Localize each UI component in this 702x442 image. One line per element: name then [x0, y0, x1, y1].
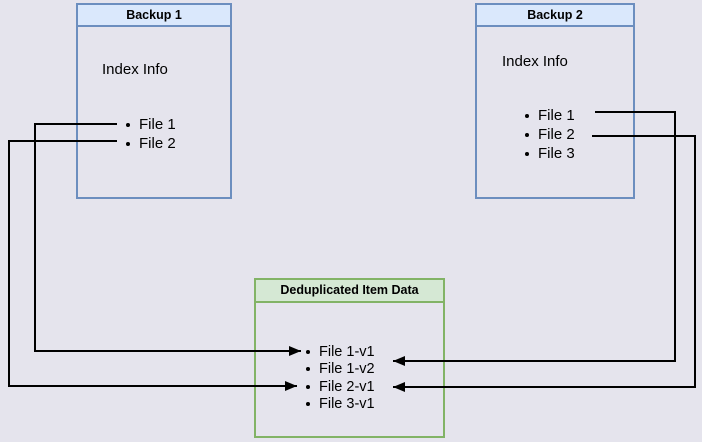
backup1-file-list: File 1 File 2	[126, 115, 176, 153]
file-item-label: File 1	[139, 116, 176, 133]
file-item-label: File 2	[139, 135, 176, 152]
bullet-icon	[525, 113, 529, 118]
backup1-title: Backup 1	[78, 5, 230, 27]
file-item: File 1	[126, 115, 176, 134]
backup2-box: Backup 2 Index Info File 1 File 2 File 3	[475, 3, 635, 199]
file-item: File 3	[525, 144, 575, 163]
file-item: File 1-v2	[306, 361, 375, 379]
file-item: File 2	[525, 125, 575, 144]
backup1-box: Backup 1 Index Info File 1 File 2	[76, 3, 232, 199]
file-item: File 2-v1	[306, 378, 375, 396]
bullet-icon	[525, 132, 529, 137]
file-item-label: File 1-v2	[319, 361, 375, 378]
file-item-label: File 1	[538, 107, 575, 124]
bullet-icon	[306, 402, 310, 407]
file-item: File 3-v1	[306, 396, 375, 414]
bullet-icon	[306, 349, 310, 354]
bullet-icon	[306, 367, 310, 372]
bullet-icon	[126, 122, 130, 127]
backup2-title: Backup 2	[477, 5, 633, 27]
file-item-label: File 1-v1	[319, 343, 375, 360]
bullet-icon	[126, 141, 130, 146]
backup1-index-info-label: Index Info	[102, 61, 168, 78]
bullet-icon	[525, 151, 529, 156]
file-item-label: File 2-v1	[319, 378, 375, 395]
bullet-icon	[306, 384, 310, 389]
backup2-index-info-label: Index Info	[502, 53, 568, 70]
file-item-label: File 3-v1	[319, 396, 375, 413]
file-item: File 1	[525, 106, 575, 125]
dedup-title: Deduplicated Item Data	[256, 280, 443, 303]
file-item: File 2	[126, 134, 176, 153]
backup2-file-list: File 1 File 2 File 3	[525, 106, 575, 163]
file-item-label: File 2	[538, 126, 575, 143]
file-item-label: File 3	[538, 145, 575, 162]
file-item: File 1-v1	[306, 343, 375, 361]
